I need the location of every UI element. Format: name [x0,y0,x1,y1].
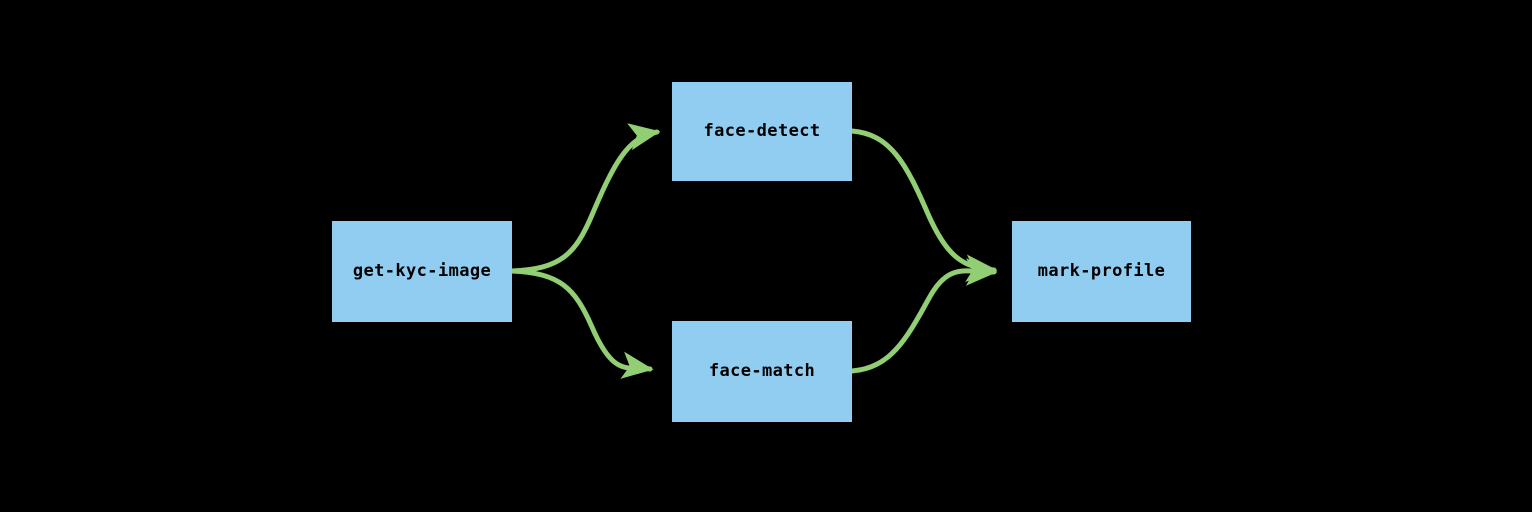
node-label-face-match: face-match [708,361,816,381]
edge-face-detect-to-mark-profile [849,128,998,282]
edge-face-match-to-mark-profile [849,258,998,374]
edge-get-kyc-image-to-face-detect [509,123,661,274]
edge-get-kyc-image-to-face-match [509,268,654,379]
node-label-mark-profile: mark-profile [1037,261,1166,281]
node-face-match[interactable]: face-match [672,321,852,422]
node-label-get-kyc-image: get-kyc-image [352,261,492,281]
node-get-kyc-image[interactable]: get-kyc-image [332,221,512,322]
node-label-face-detect: face-detect [703,121,821,141]
node-face-detect[interactable]: face-detect [672,82,852,181]
node-mark-profile[interactable]: mark-profile [1012,221,1191,322]
